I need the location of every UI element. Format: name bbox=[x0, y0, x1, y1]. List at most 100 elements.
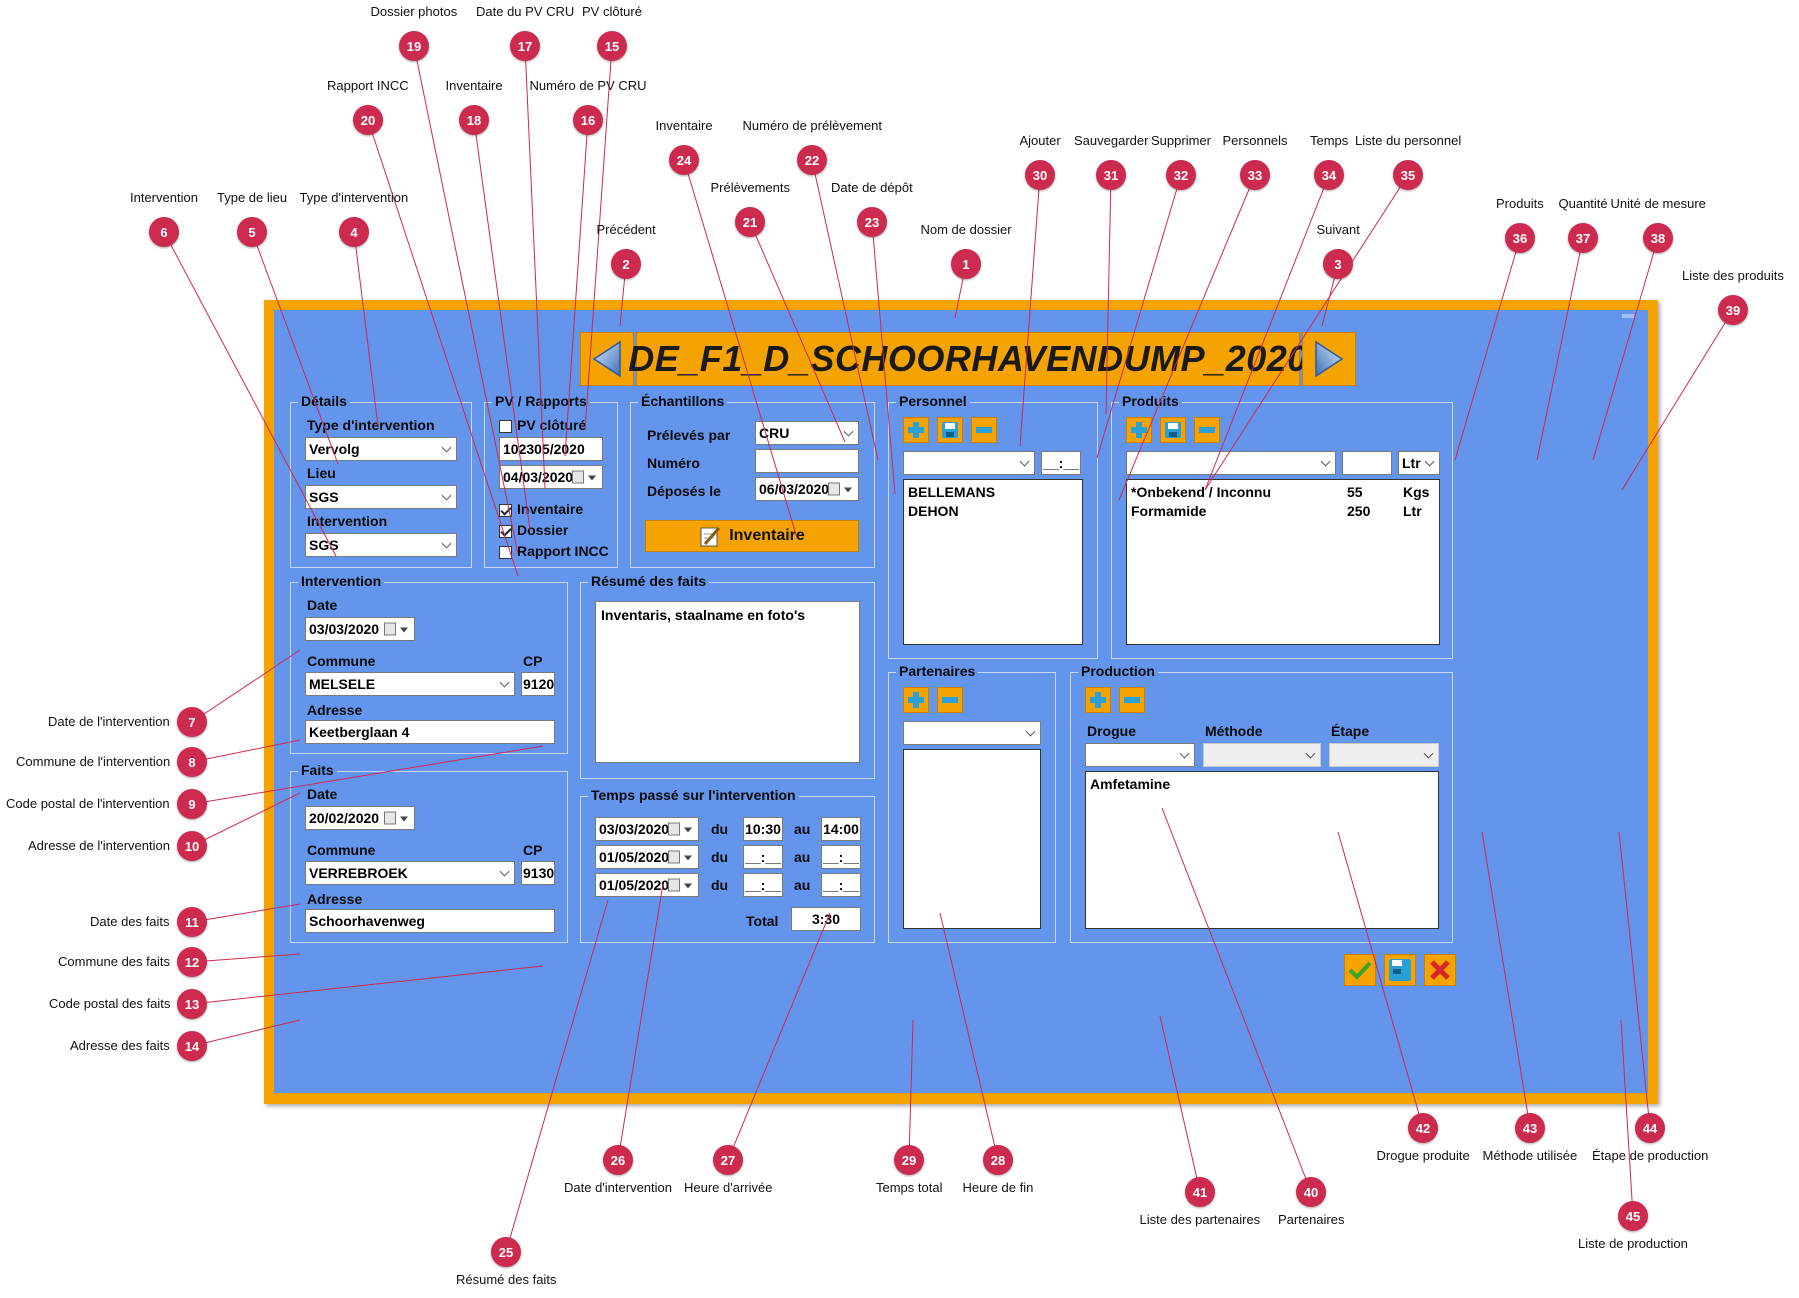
numero-prelevement-field[interactable] bbox=[755, 449, 859, 473]
list-item[interactable]: Amfetamine bbox=[1090, 776, 1171, 792]
details-group-title: Détails bbox=[298, 393, 350, 409]
numero-label: Numéro bbox=[647, 455, 700, 471]
previous-button[interactable] bbox=[580, 332, 634, 386]
pv-cloture-checkbox[interactable] bbox=[499, 420, 512, 433]
dossier-checkbox[interactable] bbox=[499, 525, 512, 538]
save-personnel-button[interactable] bbox=[937, 417, 963, 443]
au-label: au bbox=[794, 849, 811, 865]
pv-numero-field[interactable]: 102305/2020 bbox=[499, 437, 603, 461]
intervention-adresse-field[interactable]: Keetberglaan 4 bbox=[305, 720, 555, 744]
floppy-disk-icon bbox=[942, 422, 958, 438]
checkmark-icon bbox=[1348, 961, 1372, 980]
intervention-date-value: 03/03/2020 bbox=[309, 621, 380, 637]
callout-number: 24 bbox=[669, 145, 699, 175]
production-group-title: Production bbox=[1078, 663, 1158, 679]
cancel-button[interactable] bbox=[1424, 954, 1456, 986]
lieu-label: Lieu bbox=[307, 465, 336, 481]
dossier-name-title: DE_F1_D_SCHOORHAVENDUMP_2020 bbox=[628, 332, 1307, 386]
plus-icon bbox=[1131, 422, 1147, 438]
intervention-cp-label: CP bbox=[523, 653, 543, 669]
intervention-group: Intervention Date 03/03/2020 Commune MEL… bbox=[290, 573, 568, 754]
callout-number: 21 bbox=[735, 207, 765, 237]
unite-select[interactable]: Ltr bbox=[1398, 451, 1440, 475]
callout-number: 14 bbox=[177, 1031, 207, 1061]
save-button[interactable] bbox=[1384, 954, 1416, 986]
partenaire-select[interactable] bbox=[903, 721, 1041, 745]
callout-number: 37 bbox=[1568, 223, 1598, 253]
faits-commune-select[interactable]: VERREBROEK bbox=[305, 861, 515, 885]
callout-number: 38 bbox=[1643, 223, 1673, 253]
intervention-commune-select[interactable]: MELSELE bbox=[305, 672, 515, 696]
dossier-label: Dossier bbox=[517, 522, 569, 538]
heure-fin-field[interactable]: 14:00 bbox=[821, 817, 861, 841]
add-production-button[interactable] bbox=[1085, 687, 1111, 713]
minimize-button[interactable] bbox=[1622, 314, 1634, 318]
produit-select[interactable] bbox=[1126, 451, 1336, 475]
callout-number: 17 bbox=[510, 31, 540, 61]
au-label: au bbox=[794, 821, 811, 837]
callout-number: 35 bbox=[1393, 160, 1423, 190]
heure-arrivee-field[interactable]: __:__ bbox=[743, 873, 783, 897]
date-depot-picker[interactable]: 06/03/2020 bbox=[755, 477, 859, 501]
production-list[interactable]: Amfetamine bbox=[1085, 771, 1439, 929]
save-produit-button[interactable] bbox=[1160, 417, 1186, 443]
callout-label: Type d'intervention bbox=[299, 190, 409, 205]
faits-date-value: 20/02/2020 bbox=[309, 810, 380, 826]
partenaires-list[interactable] bbox=[903, 749, 1041, 929]
etape-select[interactable] bbox=[1329, 743, 1439, 767]
heure-arrivee-field[interactable]: __:__ bbox=[743, 845, 783, 869]
faits-date-label: Date bbox=[307, 786, 338, 802]
list-item[interactable]: BELLEMANS bbox=[908, 484, 996, 500]
callout-number: 40 bbox=[1296, 1177, 1326, 1207]
temps-date-picker[interactable]: 01/05/2020 bbox=[595, 873, 699, 897]
next-button[interactable] bbox=[1302, 332, 1356, 386]
pv-date-picker[interactable]: 04/03/2020 bbox=[499, 465, 603, 489]
faits-adresse-field[interactable]: Schoorhavenweg bbox=[305, 909, 555, 933]
faits-date-picker[interactable]: 20/02/2020 bbox=[305, 806, 415, 830]
list-item[interactable]: DEHON bbox=[908, 503, 959, 519]
produits-list[interactable]: *Onbekend / Inconnu 55 Kgs Formamide 250… bbox=[1126, 479, 1440, 645]
dropdown-arrow-icon bbox=[684, 855, 692, 861]
temps-date-picker[interactable]: 01/05/2020 bbox=[595, 845, 699, 869]
pv-date-value: 04/03/2020 bbox=[503, 469, 574, 485]
add-personnel-button[interactable] bbox=[903, 417, 929, 443]
delete-personnel-button[interactable] bbox=[971, 417, 997, 443]
delete-production-button[interactable] bbox=[1119, 687, 1145, 713]
intervention-select[interactable]: SGS bbox=[305, 533, 457, 557]
personnel-list[interactable]: BELLEMANS DEHON bbox=[903, 479, 1083, 645]
inventaire-checkbox[interactable] bbox=[499, 504, 512, 517]
drogue-select[interactable] bbox=[1085, 743, 1195, 767]
heure-fin-field[interactable]: __:__ bbox=[821, 845, 861, 869]
heure-fin-field[interactable]: __:__ bbox=[821, 873, 861, 897]
table-row[interactable]: Formamide 250 Ltr bbox=[1131, 503, 1422, 519]
add-partenaire-button[interactable] bbox=[903, 687, 929, 713]
personnel-select[interactable] bbox=[903, 451, 1035, 475]
intervention-cp-field[interactable]: 9120 bbox=[521, 672, 555, 696]
heure-arrivee-field[interactable]: 10:30 bbox=[743, 817, 783, 841]
intervention-date-picker[interactable]: 03/03/2020 bbox=[305, 617, 415, 641]
produits-group-title: Produits bbox=[1119, 393, 1182, 409]
faits-cp-field[interactable]: 9130 bbox=[521, 861, 555, 885]
preleves-select[interactable]: CRU bbox=[755, 421, 859, 445]
quantite-field[interactable] bbox=[1342, 451, 1392, 475]
resume-textarea[interactable]: Inventaris, staalname en foto's bbox=[595, 601, 860, 763]
add-produit-button[interactable] bbox=[1126, 417, 1152, 443]
dossier-window: DE_F1_D_SCHOORHAVENDUMP_2020 Détails Typ… bbox=[264, 300, 1658, 1104]
delete-partenaire-button[interactable] bbox=[937, 687, 963, 713]
chevron-down-icon bbox=[441, 490, 452, 501]
inventaire-button[interactable]: Inventaire bbox=[645, 520, 859, 552]
callout-label: Drogue produite bbox=[1376, 1148, 1470, 1163]
personnel-time-field[interactable]: __:__ bbox=[1041, 451, 1081, 475]
confirm-button[interactable] bbox=[1344, 954, 1376, 986]
intervention-type-label: Intervention bbox=[307, 513, 388, 529]
callout-label: Liste des partenaires bbox=[1139, 1212, 1261, 1227]
delete-produit-button[interactable] bbox=[1194, 417, 1220, 443]
methode-select[interactable] bbox=[1203, 743, 1321, 767]
type-intervention-select[interactable]: Vervolg bbox=[305, 437, 457, 461]
intervention-date-label: Date bbox=[307, 597, 338, 613]
lieu-select[interactable]: SGS bbox=[305, 485, 457, 509]
temps-date-picker[interactable]: 03/03/2020 bbox=[595, 817, 699, 841]
table-row[interactable]: *Onbekend / Inconnu 55 Kgs bbox=[1131, 484, 1429, 500]
rapport-incc-checkbox[interactable] bbox=[499, 546, 512, 559]
callout-label: Temps bbox=[1310, 133, 1349, 148]
